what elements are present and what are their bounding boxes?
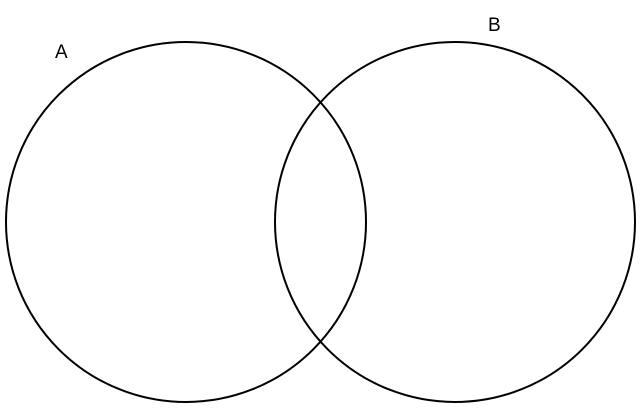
set-b-label: B — [488, 15, 501, 36]
set-a-circle — [5, 41, 367, 403]
set-a-label: A — [55, 42, 68, 63]
set-b-circle — [274, 41, 636, 403]
